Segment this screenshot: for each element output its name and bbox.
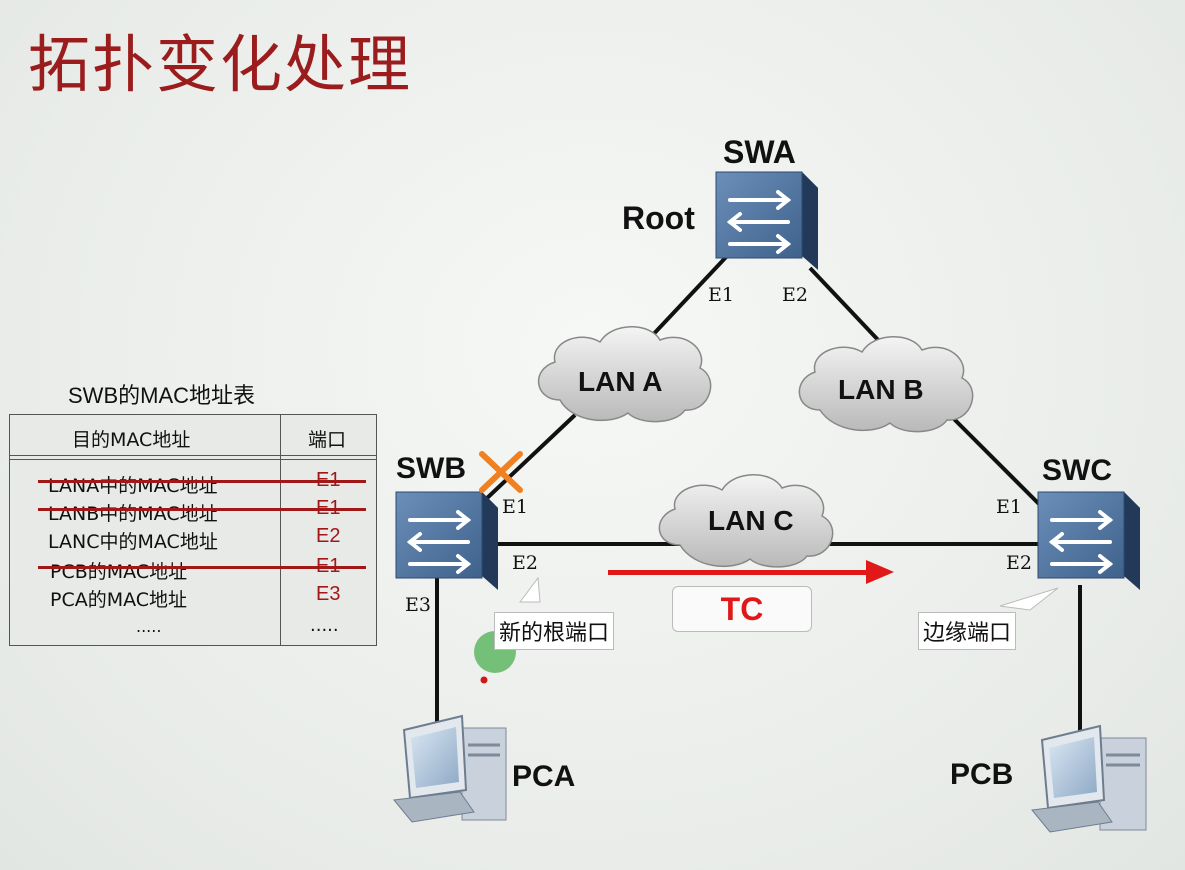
swa-port-e1: E1 [708, 284, 734, 306]
switch-swc [1037, 491, 1140, 590]
slide-title: 拓扑变化处理 [28, 28, 413, 101]
tc-box: TC [672, 586, 812, 632]
callout-new-root-port: 新的根端口 [494, 612, 615, 650]
link-failure-cross-icon [479, 451, 523, 493]
table-row: PCA的MAC地址 [50, 589, 188, 611]
pcb-label: PCB [950, 758, 1014, 791]
link-swa-lana [646, 253, 730, 342]
swb-label: SWB [396, 452, 466, 485]
swa-label: SWA [723, 134, 796, 170]
pca-label: PCA [512, 760, 576, 793]
mac-table-header-port: 端口 [308, 429, 347, 451]
table-row: PCB的MAC地址 [50, 561, 188, 583]
cloud-lan-a [538, 326, 712, 423]
table-row: LANB中的MAC地址 [48, 503, 218, 525]
switch-swa [715, 171, 818, 270]
mac-table-title: SWB的MAC地址表 [68, 383, 256, 408]
tc-arrow [608, 560, 894, 584]
callout-edge-port: 边缘端口 [918, 612, 1017, 650]
pc-pca [393, 714, 507, 823]
root-label: Root [622, 200, 695, 236]
swc-port-e2: E2 [1006, 552, 1032, 574]
swc-port-e1: E1 [996, 496, 1022, 518]
link-lanb-swc [943, 408, 1042, 507]
swb-port-e3: E3 [405, 594, 431, 616]
table-row-port: E2 [316, 525, 341, 547]
lan-a-label: LAN A [578, 366, 663, 397]
row-strikethrough [38, 566, 366, 569]
swc-label: SWC [1042, 454, 1112, 487]
cloud-lan-c [658, 474, 834, 568]
tc-label: TC [720, 591, 764, 627]
table-row: LANC中的MAC地址 [48, 531, 218, 553]
table-row: LANA中的MAC地址 [48, 475, 218, 497]
cloud-lan-b [798, 336, 974, 433]
mac-table: 目的MAC地址 端口 LANA中的MAC地址 E1 LANB中的MAC地址 E1… [9, 414, 377, 646]
row-strikethrough [38, 508, 366, 511]
mac-table-header-mac: 目的MAC地址 [72, 429, 191, 451]
row-strikethrough [38, 480, 366, 483]
link-lana-swb [483, 413, 577, 502]
table-row-port: ..... [310, 615, 339, 636]
cursor-dot [480, 676, 488, 684]
pc-pcb [1031, 724, 1147, 833]
callout-pointer-new-root-port [519, 576, 541, 603]
swb-port-e1: E1 [502, 496, 528, 518]
table-row: ..... [136, 617, 162, 636]
swb-port-e2: E2 [512, 552, 538, 574]
callout-pointer-edge-port [999, 587, 1059, 611]
swa-port-e2: E2 [782, 284, 808, 306]
table-row-port: E3 [316, 583, 341, 605]
lan-c-label: LAN C [708, 505, 794, 536]
link-swa-lanb [808, 266, 882, 344]
switch-swb [395, 491, 498, 590]
lan-b-label: LAN B [838, 374, 924, 405]
